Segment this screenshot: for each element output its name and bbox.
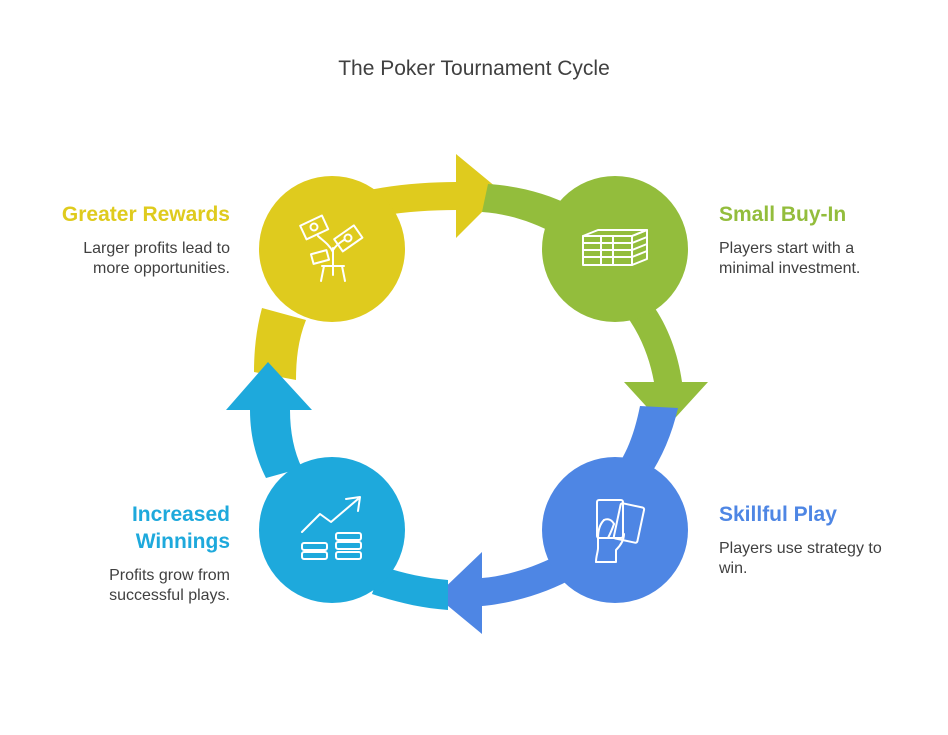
description-line: Players use strategy to bbox=[719, 540, 882, 557]
stage-description: Players start with a minimal investment. bbox=[719, 239, 948, 279]
description-line: Players start with a bbox=[719, 240, 855, 257]
stage-title: Increased Winnings bbox=[0, 501, 230, 555]
stage-description: Profits grow from successful plays. bbox=[0, 566, 230, 606]
stage-title-line: Winnings bbox=[135, 530, 230, 553]
description-line: win. bbox=[719, 560, 748, 577]
arrow-winnings-to-rewards bbox=[226, 362, 448, 610]
stage-greater-rewards: Greater Rewards Larger profits lead to m… bbox=[0, 201, 230, 279]
stage-description: Players use strategy to win. bbox=[719, 539, 948, 579]
arrow-skill-to-winnings bbox=[436, 406, 678, 634]
description-line: Larger profits lead to bbox=[83, 240, 230, 257]
stage-title: Greater Rewards bbox=[61, 203, 230, 226]
description-line: Profits grow from bbox=[109, 567, 230, 584]
hand-holding-cards-icon bbox=[595, 499, 646, 563]
stage-title-line: Increased bbox=[131, 503, 230, 526]
arrow-rewards-left-arc bbox=[254, 308, 306, 380]
stage-description: Larger profits lead to more opportunitie… bbox=[0, 239, 230, 279]
description-line: more opportunities. bbox=[93, 260, 230, 277]
money-plant-icon bbox=[299, 214, 364, 282]
diagram-title: The Poker Tournament Cycle bbox=[338, 57, 610, 80]
stage-skillful-play: Skillful Play Players use strategy to wi… bbox=[719, 501, 948, 579]
stage-small-buy-in: Small Buy-In Players start with a minima… bbox=[719, 201, 948, 279]
stage-title: Small Buy-In bbox=[719, 203, 847, 226]
stage-increased-winnings: Increased Winnings Profits grow from suc… bbox=[0, 501, 230, 606]
description-line: minimal investment. bbox=[719, 260, 861, 277]
stage-title: Skillful Play bbox=[719, 503, 837, 526]
description-line: successful plays. bbox=[109, 587, 230, 604]
arrow-buyin-to-skill bbox=[482, 184, 708, 428]
cash-stack-icon bbox=[582, 229, 648, 266]
growth-coins-icon bbox=[301, 496, 362, 560]
node-increased-winnings bbox=[259, 457, 405, 603]
